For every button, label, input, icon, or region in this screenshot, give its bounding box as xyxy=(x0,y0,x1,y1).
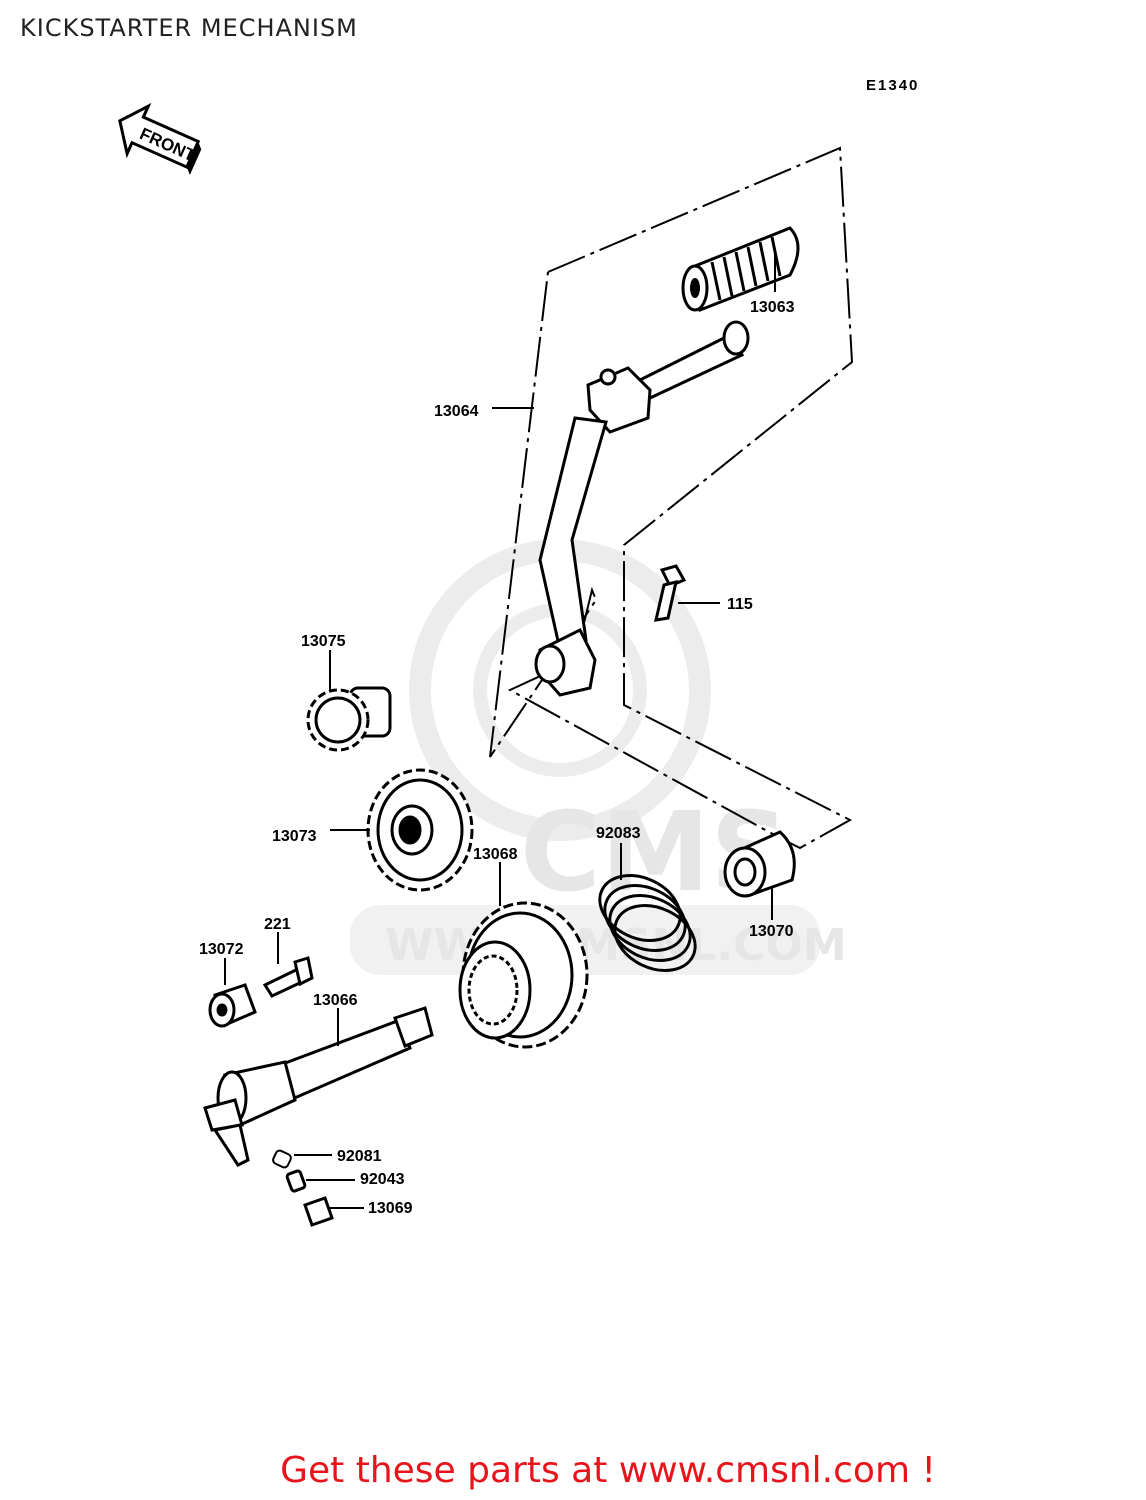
footer-link[interactable]: Get these parts at www.cmsnl.com ! xyxy=(0,1450,1146,1491)
gear-13075-part xyxy=(306,686,392,752)
pedal-rubber-part xyxy=(681,226,800,313)
spring-92083-part xyxy=(598,874,697,972)
kick-lever-part xyxy=(534,320,750,697)
footer-text[interactable]: Get these parts at www.cmsnl.com ! xyxy=(280,1450,936,1491)
shaft-13066-part xyxy=(203,1006,434,1167)
leader-lines xyxy=(224,255,776,1209)
parts-diagram: CMS WWW.CMSNL.COM E1340 FRONT xyxy=(118,77,919,1227)
part-label-115[interactable]: 115 xyxy=(727,596,753,613)
part-label-92043[interactable]: 92043 xyxy=(360,1171,405,1188)
part-label-13068[interactable]: 13068 xyxy=(473,846,518,863)
pin-92043-part xyxy=(285,1169,307,1193)
collar-13072-part xyxy=(208,983,257,1028)
part-label-221[interactable]: 221 xyxy=(264,916,291,933)
part-label-13064[interactable]: 13064 xyxy=(434,403,479,420)
part-label-92081[interactable]: 92081 xyxy=(337,1148,382,1165)
bolt-221-part xyxy=(262,956,314,998)
gear-13068-part xyxy=(458,901,589,1049)
part-label-13066[interactable]: 13066 xyxy=(313,992,358,1009)
part-label-13075[interactable]: 13075 xyxy=(301,633,346,650)
page-title: KICKSTARTER MECHANISM xyxy=(20,14,358,42)
front-arrow-icon: FRONT xyxy=(118,102,202,176)
diagram-ref: E1340 xyxy=(866,77,919,94)
part-label-13069[interactable]: 13069 xyxy=(368,1200,413,1217)
part-label-13072[interactable]: 13072 xyxy=(199,941,244,958)
part-label-13070[interactable]: 13070 xyxy=(749,923,794,940)
spring-92081-part xyxy=(272,1149,292,1169)
part-label-13073[interactable]: 13073 xyxy=(272,828,317,845)
part-label-92083[interactable]: 92083 xyxy=(596,825,641,842)
part-label-13063[interactable]: 13063 xyxy=(750,299,795,316)
bolt-115-part xyxy=(654,564,687,622)
ratchet-13069-part xyxy=(303,1196,334,1227)
guide-13070-part xyxy=(723,830,796,898)
gear-13073-part xyxy=(366,768,474,892)
